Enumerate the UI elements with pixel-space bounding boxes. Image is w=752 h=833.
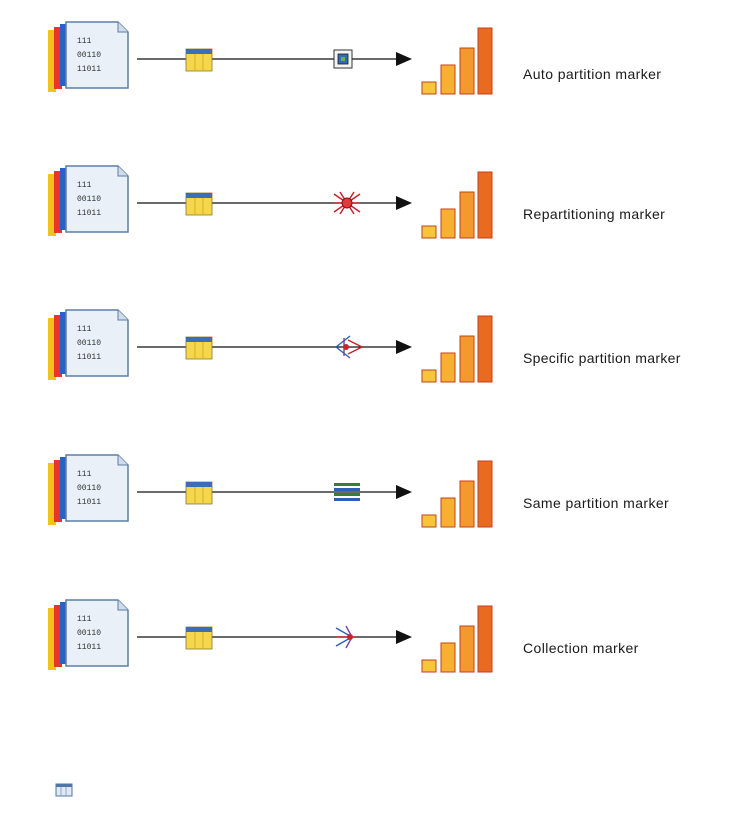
marker-label: Specific partition marker bbox=[523, 350, 681, 366]
marker-label: Repartitioning marker bbox=[523, 206, 666, 222]
file-line-3: 11011 bbox=[77, 65, 101, 74]
same-partition-icon bbox=[334, 483, 360, 501]
row-specific-partition: 111 00110 11011 Specific partition marke bbox=[0, 298, 752, 408]
row-collection: 111 00110 11011 Collection marker bbox=[0, 588, 752, 698]
marker-label: Auto partition marker bbox=[523, 66, 662, 82]
table-icon bbox=[55, 783, 73, 797]
data-set-icon bbox=[421, 460, 493, 528]
file-line-2: 00110 bbox=[77, 629, 101, 638]
arrow-head bbox=[396, 52, 412, 66]
sequential-file-icon: 111 00110 11011 bbox=[48, 599, 129, 670]
file-line-1: 111 bbox=[77, 470, 92, 479]
table-icon bbox=[185, 336, 213, 360]
file-line-3: 11011 bbox=[77, 353, 101, 362]
row-auto-partition: 111 00110 11011 Auto partition marker bbox=[0, 10, 752, 120]
collection-icon bbox=[335, 625, 356, 649]
row-diagram: 111 00110 11011 bbox=[48, 21, 493, 95]
file-line-3: 11011 bbox=[77, 209, 101, 218]
data-set-icon bbox=[421, 27, 493, 95]
sequential-file-icon: 111 00110 11011 bbox=[48, 454, 129, 525]
row-repartitioning: 111 00110 11011 Repartitioning marker bbox=[0, 154, 752, 264]
file-line-1: 111 bbox=[77, 37, 92, 46]
row-diagram: 111 00110 11011 bbox=[48, 165, 493, 239]
specific-partition-icon bbox=[335, 335, 363, 359]
file-line-1: 111 bbox=[77, 615, 92, 624]
data-set-icon bbox=[421, 605, 493, 673]
arrow-head bbox=[396, 340, 412, 354]
arrow-head bbox=[396, 196, 412, 210]
repartition-icon bbox=[333, 191, 361, 215]
data-set-icon bbox=[421, 315, 493, 383]
marker-label: Collection marker bbox=[523, 640, 639, 656]
row-diagram: 111 00110 11011 bbox=[48, 454, 493, 528]
file-line-3: 11011 bbox=[77, 643, 101, 652]
file-line-2: 00110 bbox=[77, 484, 101, 493]
row-diagram: 111 00110 11011 bbox=[48, 599, 493, 673]
file-line-2: 00110 bbox=[77, 339, 101, 348]
file-line-1: 111 bbox=[77, 325, 92, 334]
sequential-file-icon: 111 00110 11011 bbox=[48, 165, 129, 236]
sequential-file-icon: 111 00110 11011 bbox=[48, 309, 129, 380]
table-icon bbox=[185, 48, 213, 72]
sequential-file-icon: 111 00110 11011 bbox=[48, 21, 129, 92]
row-diagram: 111 00110 11011 bbox=[48, 309, 493, 383]
file-line-2: 00110 bbox=[77, 51, 101, 60]
row-same-partition: 111 00110 11011 Same partition marker bbox=[0, 443, 752, 553]
table-icon bbox=[185, 192, 213, 216]
table-icon bbox=[185, 481, 213, 505]
file-line-2: 00110 bbox=[77, 195, 101, 204]
auto-partition-icon bbox=[333, 49, 353, 69]
file-line-3: 11011 bbox=[77, 498, 101, 507]
table-icon bbox=[185, 626, 213, 650]
file-line-1: 111 bbox=[77, 181, 92, 190]
marker-label: Same partition marker bbox=[523, 495, 670, 511]
data-set-icon bbox=[421, 171, 493, 239]
arrow-head bbox=[396, 485, 412, 499]
arrow-head bbox=[396, 630, 412, 644]
